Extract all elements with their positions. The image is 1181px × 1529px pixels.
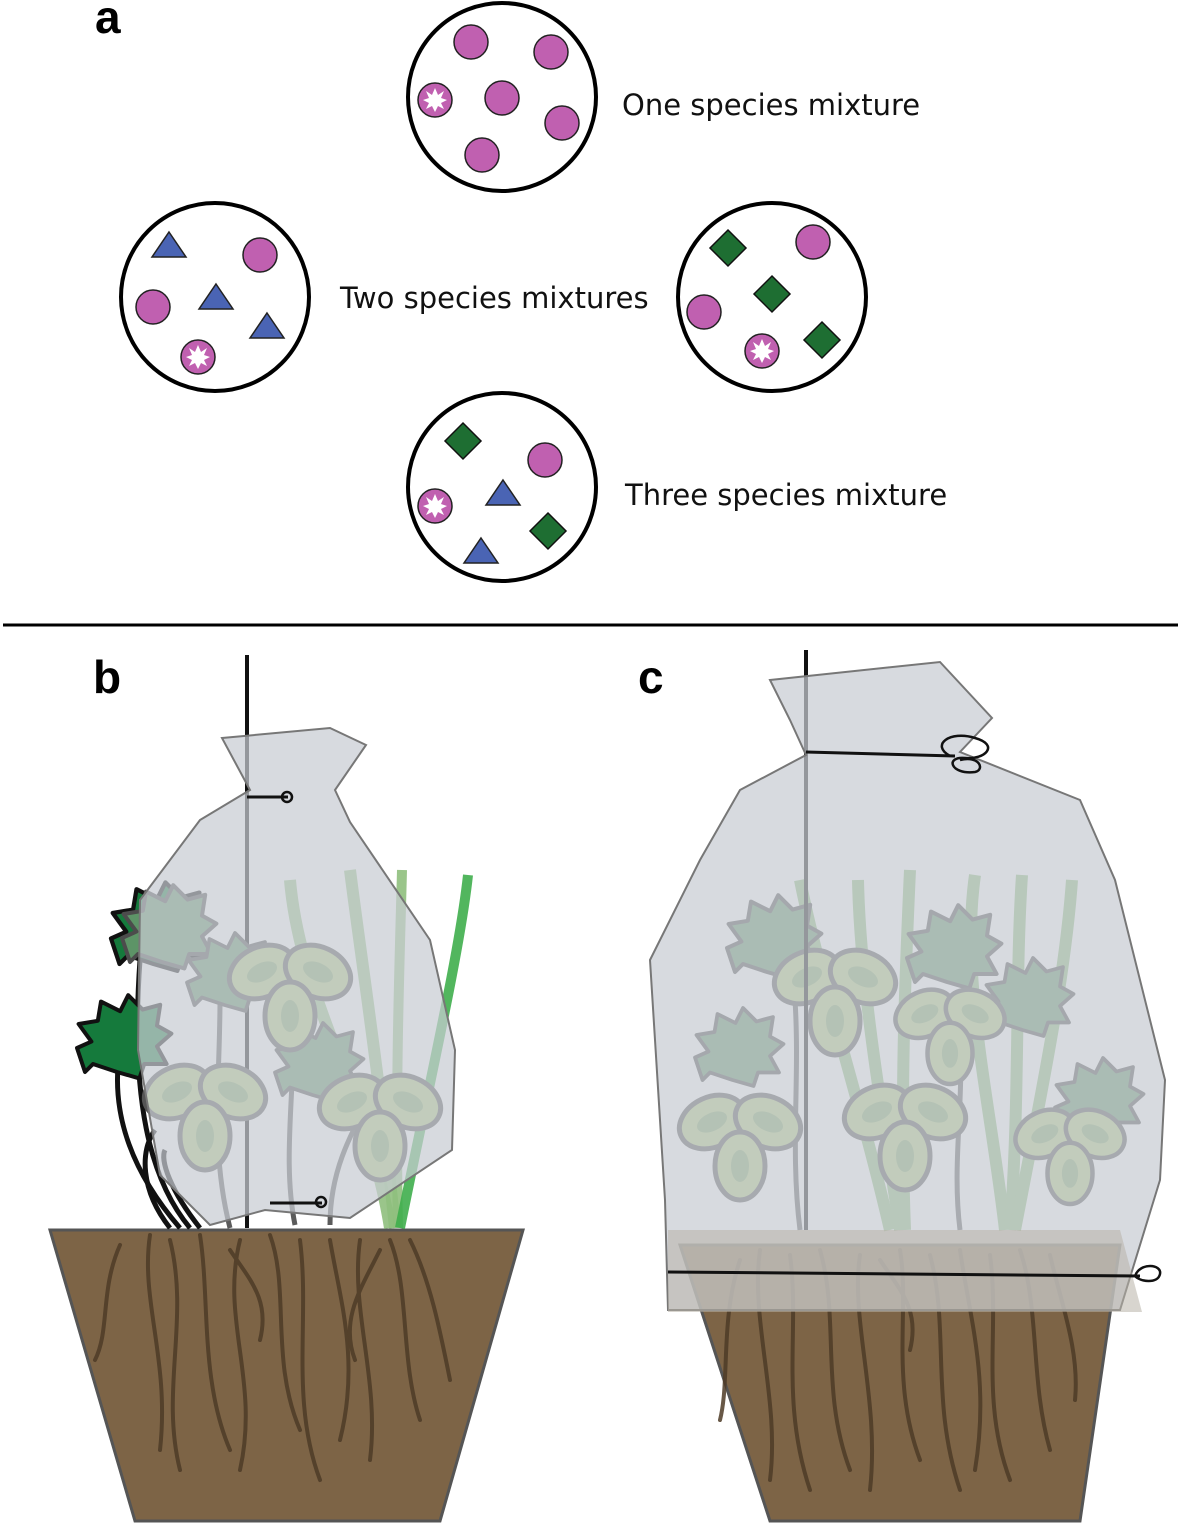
- diamond-species-icon: [802, 320, 842, 360]
- diamond-species-icon: [708, 228, 748, 268]
- circle-species-icon: [686, 294, 722, 330]
- two-species-plot-triangles: [119, 201, 311, 393]
- two-species-plot-diamonds: [676, 201, 868, 393]
- circle-species-icon: [242, 237, 278, 273]
- two-species-label: Two species mixtures: [339, 281, 649, 315]
- panel-b-letter: b: [93, 651, 121, 703]
- triangle-species-icon: [197, 282, 235, 310]
- triangle-species-icon: [150, 230, 188, 258]
- bag-tie-top: [805, 750, 956, 758]
- one-species-plot: [406, 1, 598, 193]
- circle-species-icon: [544, 105, 580, 141]
- focal-plant-star-icon: [417, 82, 453, 118]
- focal-plant-star-icon: [180, 339, 216, 375]
- focal-plant-star-icon: [744, 333, 780, 369]
- circle-species-icon: [533, 34, 569, 70]
- one-species-label: One species mixture: [622, 88, 920, 122]
- panel-c-letter: c: [638, 651, 664, 703]
- diamond-species-icon: [528, 511, 568, 551]
- bag-lower-band: [668, 1230, 1142, 1312]
- three-species-plot: [406, 391, 598, 583]
- circle-species-icon: [453, 24, 489, 60]
- panel-a: a One species mixture: [95, 0, 947, 583]
- circle-species-icon: [484, 80, 520, 116]
- circle-species-icon: [527, 442, 563, 478]
- circle-species-icon: [464, 137, 500, 173]
- diamond-species-icon: [752, 274, 792, 314]
- panel-a-letter: a: [95, 0, 121, 43]
- roots: [93, 1233, 452, 1482]
- circle-species-icon: [135, 289, 171, 325]
- three-species-label: Three species mixture: [624, 478, 947, 512]
- bag-tie-bottom: [667, 1270, 1141, 1278]
- triangle-species-icon: [248, 311, 286, 339]
- mesh-bag: [648, 660, 1167, 1311]
- panel-b: b: [47, 651, 525, 1523]
- panel-c: c: [638, 650, 1167, 1523]
- diamond-species-icon: [443, 421, 483, 461]
- circle-species-icon: [795, 224, 831, 260]
- triangle-species-icon: [484, 478, 522, 506]
- triangle-species-icon: [462, 536, 500, 564]
- focal-plant-star-icon: [417, 488, 453, 524]
- mesh-bag: [136, 726, 457, 1227]
